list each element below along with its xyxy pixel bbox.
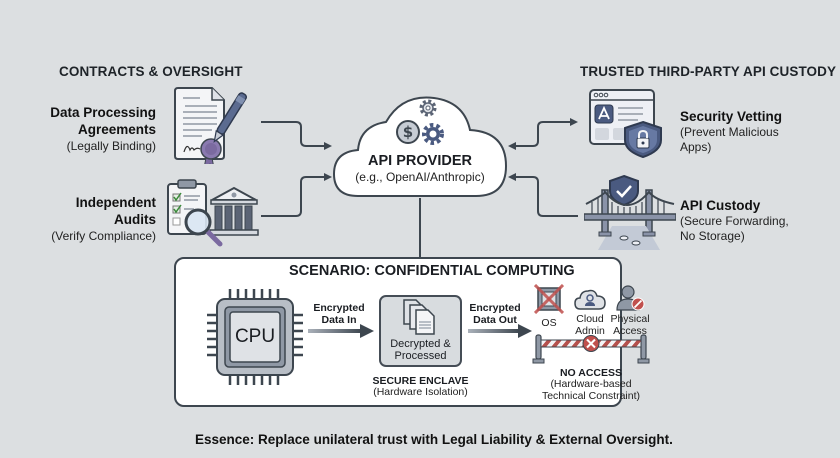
third-party-custody-heading: TRUSTED THIRD-PARTY API CUSTODY (580, 64, 837, 79)
audits-label: Independent Audits (Verify Compliance) (20, 194, 156, 244)
security-vetting-title: Security Vetting (680, 109, 783, 124)
physical-access-line1: Physical (610, 313, 650, 325)
encrypted-in-line2: Data In (321, 314, 357, 326)
os-blocked-icon (534, 284, 564, 314)
audit-clipboard-icon (167, 179, 259, 247)
api-custody-label: API Custody (Secure Forwarding, No Stora… (680, 197, 830, 244)
cloud-admin-label: Cloud Admin (572, 313, 608, 337)
security-vetting-sub-line1: (Prevent Malicious (680, 125, 779, 139)
data-out-arrow (468, 324, 532, 338)
contracts-oversight-heading: CONTRACTS & OVERSIGHT (59, 64, 243, 79)
dpa-subtitle: (Legally Binding) (66, 139, 156, 153)
physical-access-label: Physical Access (608, 313, 652, 337)
enclave-text: Decrypted & Processed (379, 338, 462, 362)
encrypted-data-in-label: Encrypted Data In (310, 302, 368, 326)
connector-custody-to-provider (508, 173, 578, 217)
arrowhead-left (508, 142, 516, 150)
essence-statement: Essence: Replace unilateral trust with L… (195, 432, 673, 447)
connector-provider-to-vetting (510, 118, 578, 147)
audits-title-line2: Audits (114, 212, 156, 227)
cpu-chip-icon (207, 289, 303, 385)
gears-dollar-icon: $ (396, 99, 444, 145)
data-in-arrow (308, 324, 374, 338)
dpa-label: Data Processing Agreements (Legally Bind… (20, 104, 156, 154)
no-access-sub-line1: (Hardware-based (550, 378, 632, 390)
audits-subtitle: (Verify Compliance) (51, 229, 156, 243)
no-access-sub-line2: Technical Constraint) (541, 390, 641, 402)
api-custody-sub-line2: No Storage) (680, 229, 745, 243)
cloud-admin-line1: Cloud (576, 313, 604, 325)
connector-dpa-to-provider (261, 121, 332, 150)
encrypted-out-line1: Encrypted (469, 302, 521, 314)
app-store-shield-icon (589, 89, 662, 158)
hardware-isolation-caption: (Hardware Isolation) (373, 386, 468, 398)
dpa-title-line1: Data Processing (50, 105, 156, 120)
encrypted-data-out-label: Encrypted Data Out (466, 302, 524, 326)
no-access-title: NO ACCESS (559, 367, 623, 379)
cpu-label: CPU (234, 326, 276, 347)
enclave-line1: Decrypted & (390, 338, 451, 350)
audits-title-line1: Independent (75, 195, 156, 210)
cloud-admin-icon (574, 289, 606, 310)
api-provider-subtitle: (e.g., OpenAI/Anthropic) (355, 170, 485, 184)
api-provider-cloud[interactable] (330, 88, 510, 200)
security-vetting-label: Security Vetting (Prevent Malicious Apps… (680, 108, 830, 155)
contract-document-icon (174, 87, 248, 164)
api-custody-sub-line1: (Secure Forwarding, (680, 214, 789, 228)
cloud-admin-line2: Admin (575, 325, 605, 337)
physical-access-icon (616, 285, 645, 311)
no-access-barrier (532, 334, 650, 364)
no-access-sub: (Hardware-based Technical Constraint) (520, 378, 662, 402)
api-custody-title: API Custody (680, 198, 761, 213)
encrypted-out-line2: Data Out (473, 314, 517, 326)
dpa-title-line2: Agreements (77, 122, 156, 137)
bridge-shield-icon (584, 174, 676, 250)
svg-text:$: $ (403, 123, 413, 141)
encrypted-in-line1: Encrypted (313, 302, 365, 314)
connector-audits-to-provider (261, 173, 332, 217)
enclave-line2: Processed (394, 350, 447, 362)
secure-enclave-caption: SECURE ENCLAVE (372, 375, 469, 387)
physical-access-line2: Access (613, 325, 647, 337)
api-provider-title: API PROVIDER (368, 153, 472, 169)
scenario-title: SCENARIO: CONFIDENTIAL COMPUTING (289, 263, 575, 279)
documents-icon (403, 299, 435, 335)
security-vetting-sub-line2: Apps) (680, 140, 712, 154)
os-label: OS (541, 317, 557, 329)
